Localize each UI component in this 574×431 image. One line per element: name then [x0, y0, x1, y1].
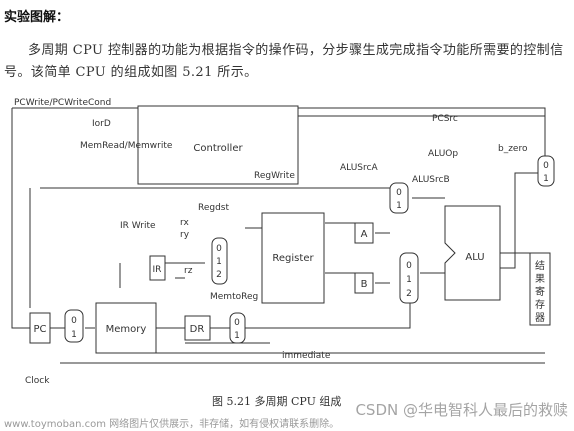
- signal-pcsrc: PCSrc: [432, 114, 458, 124]
- svg-text:1: 1: [234, 331, 240, 341]
- signal-alusrcb: ALUSrcB: [412, 175, 450, 185]
- signal-clock: Clock: [25, 376, 50, 386]
- svg-text:1: 1: [406, 275, 412, 285]
- svg-text:0: 0: [216, 244, 222, 254]
- svg-text:0: 0: [71, 316, 77, 326]
- csdn-watermark: CSDN @华电智科人最后的救赎: [355, 401, 568, 419]
- svg-text:0: 0: [406, 261, 412, 271]
- signal-iord: IorD: [92, 119, 111, 129]
- signal-memread: MemRead/Memwrite: [80, 141, 173, 151]
- signal-immediate: immediate: [282, 351, 331, 361]
- mux-pcsrc: [537, 155, 555, 187]
- mux-memtoreg: [229, 312, 246, 344]
- pc-block: [29, 312, 51, 344]
- result-register-label: 结果寄存器: [535, 259, 545, 324]
- dr-block: [184, 315, 211, 341]
- b-register: [354, 272, 374, 294]
- cpu-diagram: Controller Register ALU Memory PC IR DR …: [11, 98, 555, 386]
- result-register: [529, 252, 551, 326]
- alu-label: ALU: [465, 252, 484, 263]
- svg-text:2: 2: [216, 270, 222, 280]
- memory-label: Memory: [106, 324, 147, 335]
- svg-text:2: 2: [406, 289, 412, 299]
- watermark-text: www.toymoban.com 网络图片仅供展示，非存储，如有侵权请联系删除。: [4, 419, 340, 430]
- pc-label: PC: [33, 324, 46, 335]
- figure-caption: 图 5.21 多周期 CPU 组成: [212, 395, 342, 408]
- register-block: [261, 212, 325, 304]
- signal-ry: ry: [180, 230, 190, 240]
- pc-feedback-wire: [11, 108, 30, 329]
- mux-regdst: [211, 237, 228, 285]
- memory-block: [95, 302, 157, 354]
- signal-pcwrite: PCWrite/PCWriteCond: [14, 98, 111, 108]
- a-register: [354, 222, 374, 244]
- dr-label: DR: [190, 324, 205, 335]
- signal-regdst: Regdst: [198, 203, 230, 213]
- signal-rz: rz: [184, 266, 193, 276]
- svg-text:0: 0: [543, 161, 549, 171]
- signal-alusrca: ALUSrcA: [340, 163, 378, 173]
- svg-text:0: 0: [234, 318, 240, 328]
- mux-iord: [64, 309, 84, 343]
- b-label: B: [361, 279, 368, 290]
- mux-alusrcb: [399, 252, 419, 304]
- svg-text:1: 1: [216, 257, 222, 267]
- signal-memtoreg: MemtoReg: [210, 292, 258, 302]
- svg-text:0: 0: [396, 188, 402, 198]
- svg-text:1: 1: [71, 330, 77, 340]
- signal-irwrite: IR Write: [120, 221, 156, 231]
- signal-regwrite: RegWrite: [254, 171, 295, 181]
- intro-paragraph: 多周期 CPU 控制器的功能为根据指令的操作码，分步骤生成完成指令功能所需要的控…: [4, 43, 564, 80]
- ir-block: [149, 255, 166, 281]
- register-label: Register: [272, 253, 314, 264]
- controller-label: Controller: [193, 143, 243, 154]
- signal-rx: rx: [180, 218, 189, 228]
- alu-block: [444, 205, 501, 301]
- a-label: A: [361, 229, 368, 240]
- signal-aluop: ALUOp: [428, 149, 458, 159]
- mux-alusrca: [389, 182, 409, 214]
- signal-bzero: b_zero: [498, 144, 528, 154]
- controller-block: [137, 105, 299, 185]
- section-heading: 实验图解：: [4, 10, 70, 25]
- svg-text:1: 1: [396, 201, 402, 211]
- svg-text:1: 1: [543, 174, 549, 184]
- ir-label: IR: [153, 265, 162, 275]
